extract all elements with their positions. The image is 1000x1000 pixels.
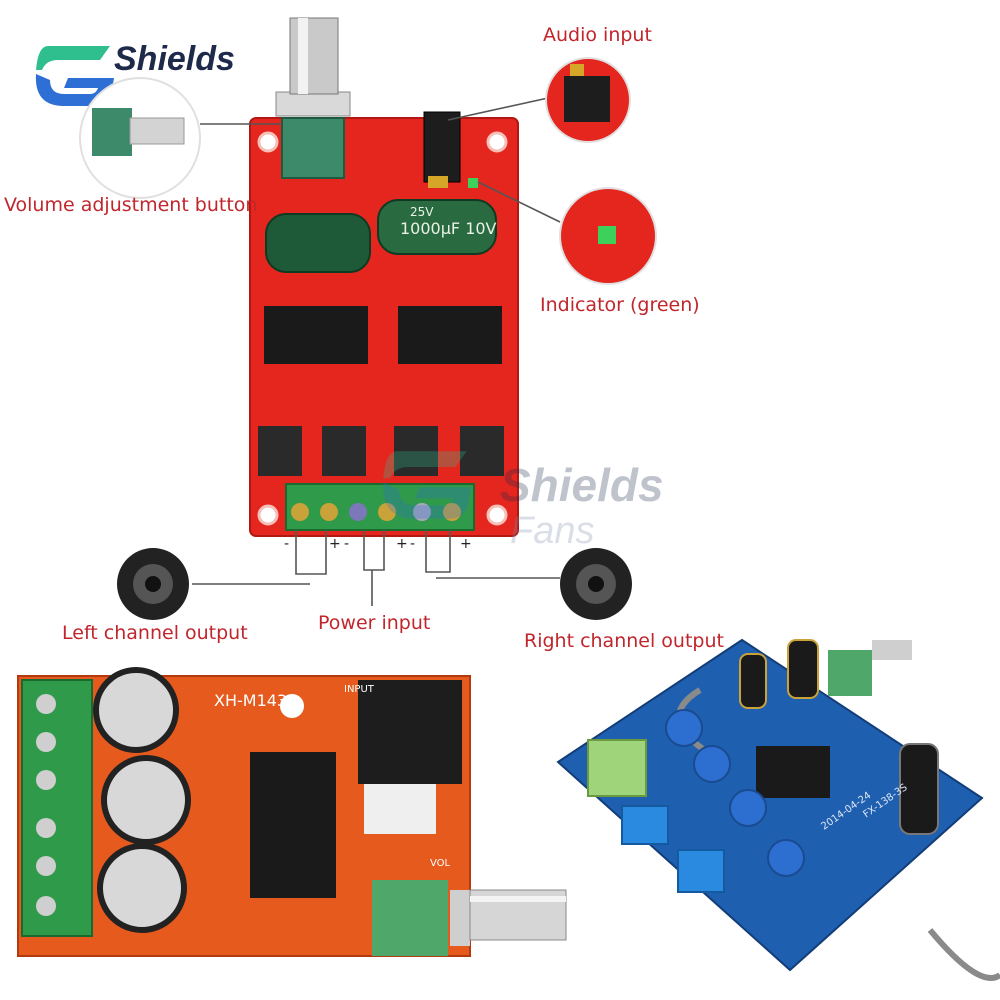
blue-board-terminal-2 xyxy=(677,849,725,893)
label-left-channel: Left channel output xyxy=(62,622,248,644)
indicator-led xyxy=(468,178,478,188)
capacitor-text: 1000μF 10V xyxy=(400,219,497,238)
inductor-2 xyxy=(322,426,366,476)
main-amplifier-board: 1000μF 10V 25V xyxy=(249,17,519,537)
label-power-input: Power input xyxy=(318,612,431,634)
orange-board-input: INPUT xyxy=(344,684,375,695)
polarity-marks: - + - + - + xyxy=(284,536,472,552)
audio-jack xyxy=(423,111,461,183)
amp-chip-left xyxy=(264,306,368,364)
speaker-left-icon xyxy=(117,548,189,620)
orange-board-knob xyxy=(469,889,567,941)
polarity-mark: - xyxy=(344,536,349,552)
orange-board-jack xyxy=(358,680,462,784)
callout-audio-zoom xyxy=(545,57,631,143)
orange-amplifier-board: XH-M143 INPUT VOL xyxy=(17,667,471,957)
amp-chip-right xyxy=(398,306,502,364)
watermark-name: Shields xyxy=(500,459,664,511)
polarity-mark: - xyxy=(284,536,289,552)
watermark-sub: Fans xyxy=(510,510,595,552)
capacitor-right xyxy=(377,199,497,255)
capacitor-left xyxy=(265,213,371,273)
polarity-mark: + xyxy=(460,536,472,552)
speaker-right-icon xyxy=(560,548,632,620)
blue-amplifier-board: FX-138-3S 2014-04-24 xyxy=(556,638,1000,981)
label-audio-input: Audio input xyxy=(543,24,652,46)
brand-name: Shields xyxy=(114,40,235,78)
label-right-channel: Right channel output xyxy=(524,630,724,652)
inductor-3 xyxy=(394,426,438,476)
callout-indicator-zoom xyxy=(559,187,657,285)
blue-board-terminal-1 xyxy=(621,805,669,845)
terminal-strip xyxy=(21,679,93,937)
polarity-mark: - xyxy=(410,536,415,552)
watermark-logo-icon xyxy=(383,451,472,519)
orange-board-chip xyxy=(250,752,336,898)
volume-potentiometer xyxy=(281,117,345,179)
label-indicator: Indicator (green) xyxy=(540,294,700,316)
callout-lines xyxy=(192,97,561,606)
blue-board-chip xyxy=(756,746,830,798)
polarity-mark: + xyxy=(329,536,341,552)
capacitor-voltage: 25V xyxy=(410,205,434,219)
inductor-1 xyxy=(258,426,302,476)
callout-volume-zoom xyxy=(79,77,201,199)
orange-board-model: XH-M143 xyxy=(214,691,287,710)
inductor-4 xyxy=(460,426,504,476)
orange-board-vol: VOL xyxy=(430,858,451,869)
blue-board-jack xyxy=(587,739,647,797)
label-volume-adjustment: Volume adjustment button xyxy=(4,194,258,216)
polarity-mark: + xyxy=(396,536,408,552)
